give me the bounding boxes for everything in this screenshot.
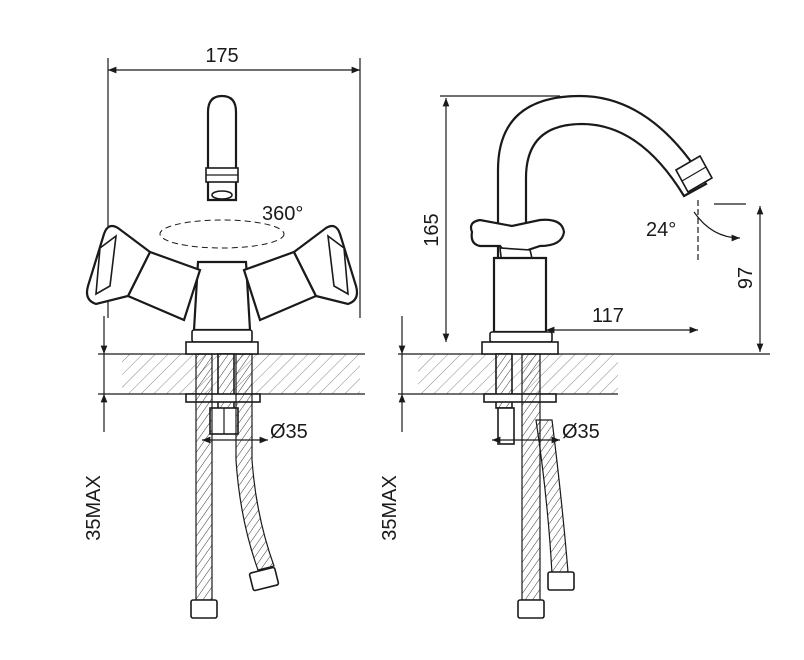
- spout-height-label: 97: [735, 267, 757, 289]
- angle-label: 24°: [646, 219, 676, 241]
- rotation-label: 360°: [262, 203, 303, 225]
- shank-front: [185, 353, 261, 435]
- spout-front: [205, 94, 239, 202]
- left-handle: [85, 224, 202, 322]
- width-dimension: 175: [107, 45, 361, 318]
- front-view: 175 360°: [83, 45, 365, 619]
- gooseneck-spout: [496, 94, 714, 264]
- rotation-indicator: 360°: [159, 203, 303, 249]
- max-thickness-side: 35MAX: [379, 316, 406, 541]
- width-label: 175: [205, 45, 238, 67]
- hole-diameter-side: Ø35: [492, 421, 600, 444]
- reach-label: 117: [592, 305, 624, 327]
- faucet-body-front: [185, 260, 259, 355]
- spout-height-dimension: 97: [735, 206, 764, 352]
- max-thickness-label-front: 35MAX: [83, 475, 105, 541]
- height-dimension: 165: [421, 95, 560, 342]
- faucet-body-side: [481, 256, 559, 355]
- hoses-side: [517, 353, 575, 619]
- hole-diameter-label-front: Ø35: [270, 421, 308, 443]
- right-handle: [242, 224, 359, 322]
- shank-side: [483, 353, 557, 445]
- angle-indicator: 24°: [646, 200, 746, 262]
- max-thickness-label-side: 35MAX: [379, 475, 401, 541]
- height-label: 165: [421, 213, 443, 246]
- max-thickness-front: 35MAX: [83, 316, 108, 541]
- hole-diameter-label-side: Ø35: [562, 421, 600, 443]
- hole-diameter-front: Ø35: [202, 421, 308, 444]
- hoses-front: [190, 353, 280, 619]
- countertop-section-side: [398, 353, 770, 395]
- reach-dimension: 117: [546, 305, 698, 334]
- side-view: 165 24°: [379, 94, 770, 619]
